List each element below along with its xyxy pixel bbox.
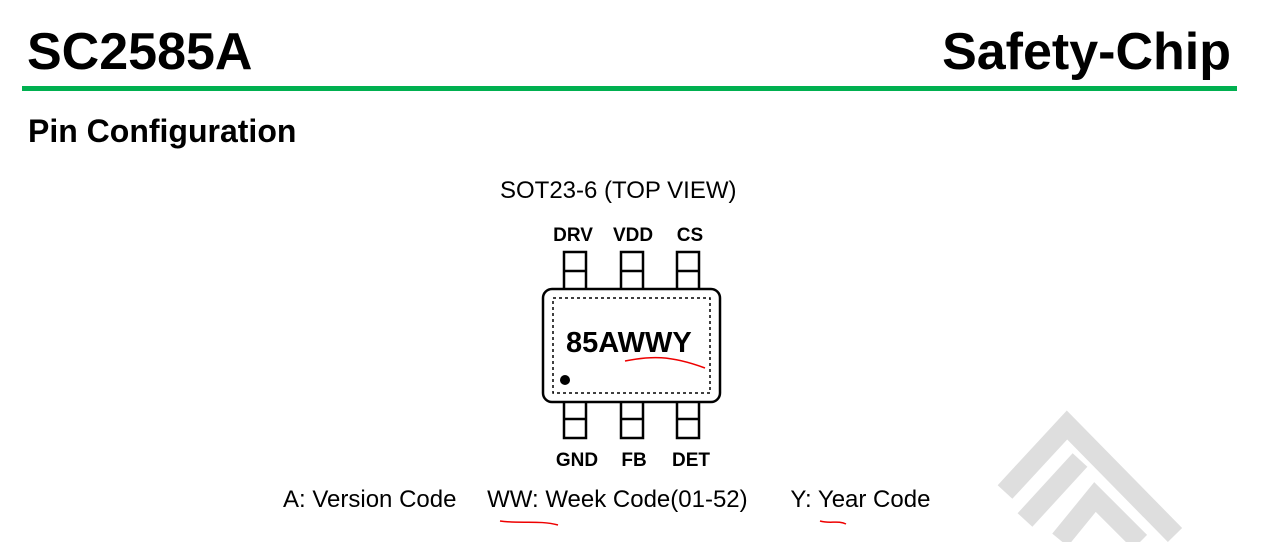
marking-legend: A: Version Code WW: Week Code(01-52) Y: … — [283, 486, 954, 514]
pin-label-vdd: VDD — [612, 225, 654, 246]
legend-week: WW: Week Code(01-52) — [487, 486, 748, 513]
header-divider — [22, 86, 1237, 91]
chip-body — [541, 287, 722, 404]
legend-year: Y: Year Code — [790, 486, 931, 513]
pin-label-fb: FB — [621, 450, 647, 471]
marking-area — [552, 297, 711, 394]
chip-marking: 85AWWY — [566, 327, 692, 359]
legend-version: A: Version Code — [283, 486, 457, 513]
pin-label-det: DET — [672, 450, 710, 471]
pin-label-cs: CS — [676, 225, 704, 246]
part-number: SC2585A — [27, 23, 253, 81]
pin1-dot — [560, 375, 570, 385]
category-title: Safety-Chip — [942, 23, 1231, 81]
section-title: Pin Configuration — [28, 113, 297, 149]
package-label: SOT23-6 (TOP VIEW) — [500, 177, 737, 204]
pin-label-drv: DRV — [553, 225, 593, 246]
pin-label-gnd: GND — [555, 450, 599, 471]
red-annotation — [624, 356, 706, 369]
